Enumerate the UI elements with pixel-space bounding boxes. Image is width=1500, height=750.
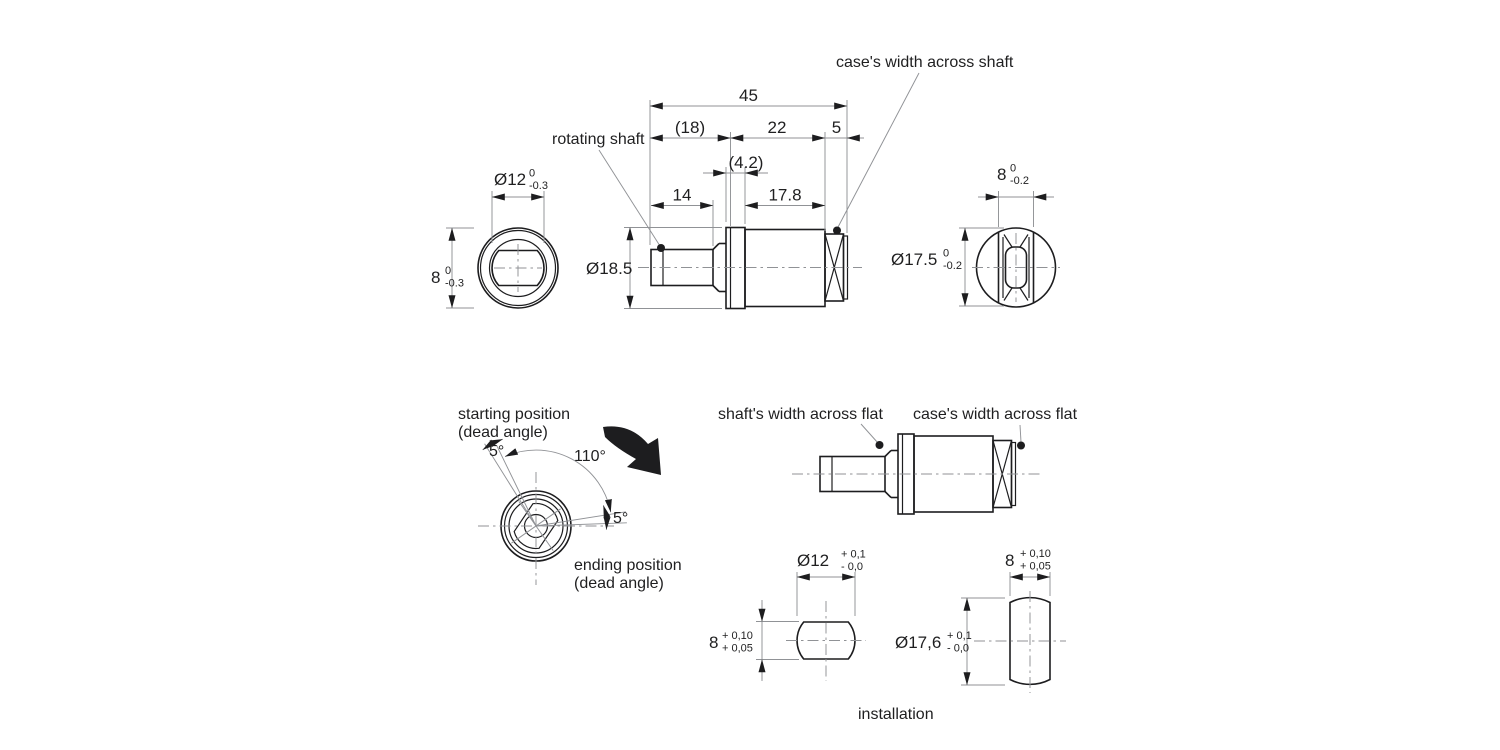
- rear-view: 8 0 -0.2 Ø17.5 0 -0.2: [891, 163, 1060, 308]
- case-hole-outline: [1009, 596, 1051, 686]
- label-shaft-width-across-flat: shaft's width across flat: [718, 406, 883, 423]
- leader-dot: [833, 226, 841, 235]
- label-rotating-shaft: rotating shaft: [552, 131, 645, 148]
- rotation-direction-arrow-icon: [603, 426, 661, 475]
- rear-slot: [1004, 246, 1028, 289]
- dim-tolerance-lower: -0.3: [445, 278, 464, 290]
- case-inner-ring: [479, 229, 557, 307]
- side-view-bottom: shaft's width across flat case's width a…: [718, 406, 1078, 515]
- dim-shaft-hole-height: 8: [709, 633, 718, 652]
- dim-overall-length: 45: [739, 86, 758, 105]
- leader-line: [598, 149, 661, 247]
- dim-bushing-length: (4.2): [729, 153, 764, 172]
- dim-start-dead-angle: 5°: [489, 443, 504, 460]
- leader-line: [836, 72, 920, 230]
- dim-tolerance-upper: + 0,10: [1020, 548, 1051, 560]
- dim-tolerance-upper: 0: [529, 168, 535, 180]
- label-ending-dead-angle: (dead angle): [574, 575, 664, 592]
- shaft-cross-section: [491, 249, 545, 287]
- dim-travel-angle: 110°: [574, 448, 606, 465]
- dim-tolerance-lower: -0.3: [529, 180, 548, 192]
- dim-case-diameter: Ø17.5: [891, 250, 937, 269]
- leader-line: [1019, 424, 1022, 443]
- end-position-line: [535, 522, 627, 527]
- rear-key-line: [1003, 234, 1013, 248]
- leader-dot: [875, 441, 884, 449]
- dim-case-length: 22: [768, 118, 787, 137]
- label-starting-dead-angle: (dead angle): [458, 424, 548, 441]
- case-outer-circle: [477, 227, 559, 309]
- dim-tolerance-upper: 0: [943, 248, 949, 260]
- dim-front-case-length: 17.8: [768, 186, 801, 205]
- end-position-line: [535, 511, 626, 527]
- dim-shaft-flat-length: 14: [673, 186, 692, 205]
- bushing-circle: [488, 238, 548, 298]
- installation-views: Ø12 + 0,1 - 0,0 8 + 0,10 + 0,05 8 + 0,10…: [709, 548, 1066, 723]
- dim-case-across-flats: 8: [997, 165, 1006, 184]
- shaft-chamfer: [884, 490, 892, 499]
- dim-tolerance-upper: 0: [1010, 163, 1016, 175]
- shaft-chamfer: [712, 284, 720, 293]
- dim-tolerance-lower: - 0,0: [841, 561, 863, 573]
- label-installation: installation: [858, 706, 934, 723]
- label-case-width-across-shaft: case's width across shaft: [836, 54, 1014, 71]
- rotation-diagram: starting position (dead angle) 5° 110° 5…: [458, 406, 682, 592]
- shaft-hole-outline: [796, 621, 856, 660]
- leader-dot: [657, 244, 665, 252]
- rear-key-line: [1019, 234, 1029, 248]
- dim-end-dead-angle: 5°: [613, 510, 628, 527]
- dim-tolerance-lower: + 0,05: [1020, 561, 1051, 573]
- label-starting-position: starting position: [458, 406, 570, 423]
- leader-line: [860, 423, 879, 444]
- leader-dot: [1017, 441, 1025, 450]
- label-case-width-across-flat: case's width across flat: [913, 406, 1078, 423]
- dim-tolerance-upper: 0: [445, 265, 451, 277]
- travel-arc: [504, 448, 612, 513]
- dim-shaft-across-flats: 8: [431, 268, 440, 287]
- shaft-chamfer: [712, 242, 720, 251]
- dim-flange-diameter: Ø18.5: [586, 259, 632, 278]
- label-ending-position: ending position: [574, 557, 682, 574]
- front-view: Ø12 0 -0.3 8 0 -0.3: [431, 168, 559, 309]
- dim-case-hole-width: 8: [1005, 551, 1014, 570]
- dim-tolerance-lower: -0.2: [1010, 175, 1029, 187]
- dim-shaft-hole-width: Ø12: [797, 551, 829, 570]
- dim-case-hole-height: Ø17,6: [895, 633, 941, 652]
- dim-shaft-protrusion: (18): [675, 118, 705, 137]
- start-dead-angle-arc: [482, 438, 503, 451]
- dim-tolerance-upper: + 0,1: [841, 549, 866, 561]
- dim-tolerance-lower: + 0,05: [722, 643, 753, 655]
- rear-key-line: [1019, 287, 1029, 301]
- dim-tolerance-lower: - 0,0: [947, 643, 969, 655]
- rear-key-line: [1003, 287, 1013, 301]
- dim-tolerance-upper: + 0,1: [947, 630, 972, 642]
- shaft-chamfer: [884, 449, 892, 458]
- end-dead-angle-arc: [602, 505, 611, 530]
- dim-shaft-diameter: Ø12: [494, 170, 526, 189]
- side-view-top: 45 (18) 22 5 (4.2) 14 17.8 Ø18.5 rotatin…: [552, 54, 1014, 310]
- dim-tolerance-lower: -0.2: [943, 260, 962, 272]
- dim-rear-length: 5: [832, 118, 841, 137]
- dim-tolerance-upper: + 0,10: [722, 630, 753, 642]
